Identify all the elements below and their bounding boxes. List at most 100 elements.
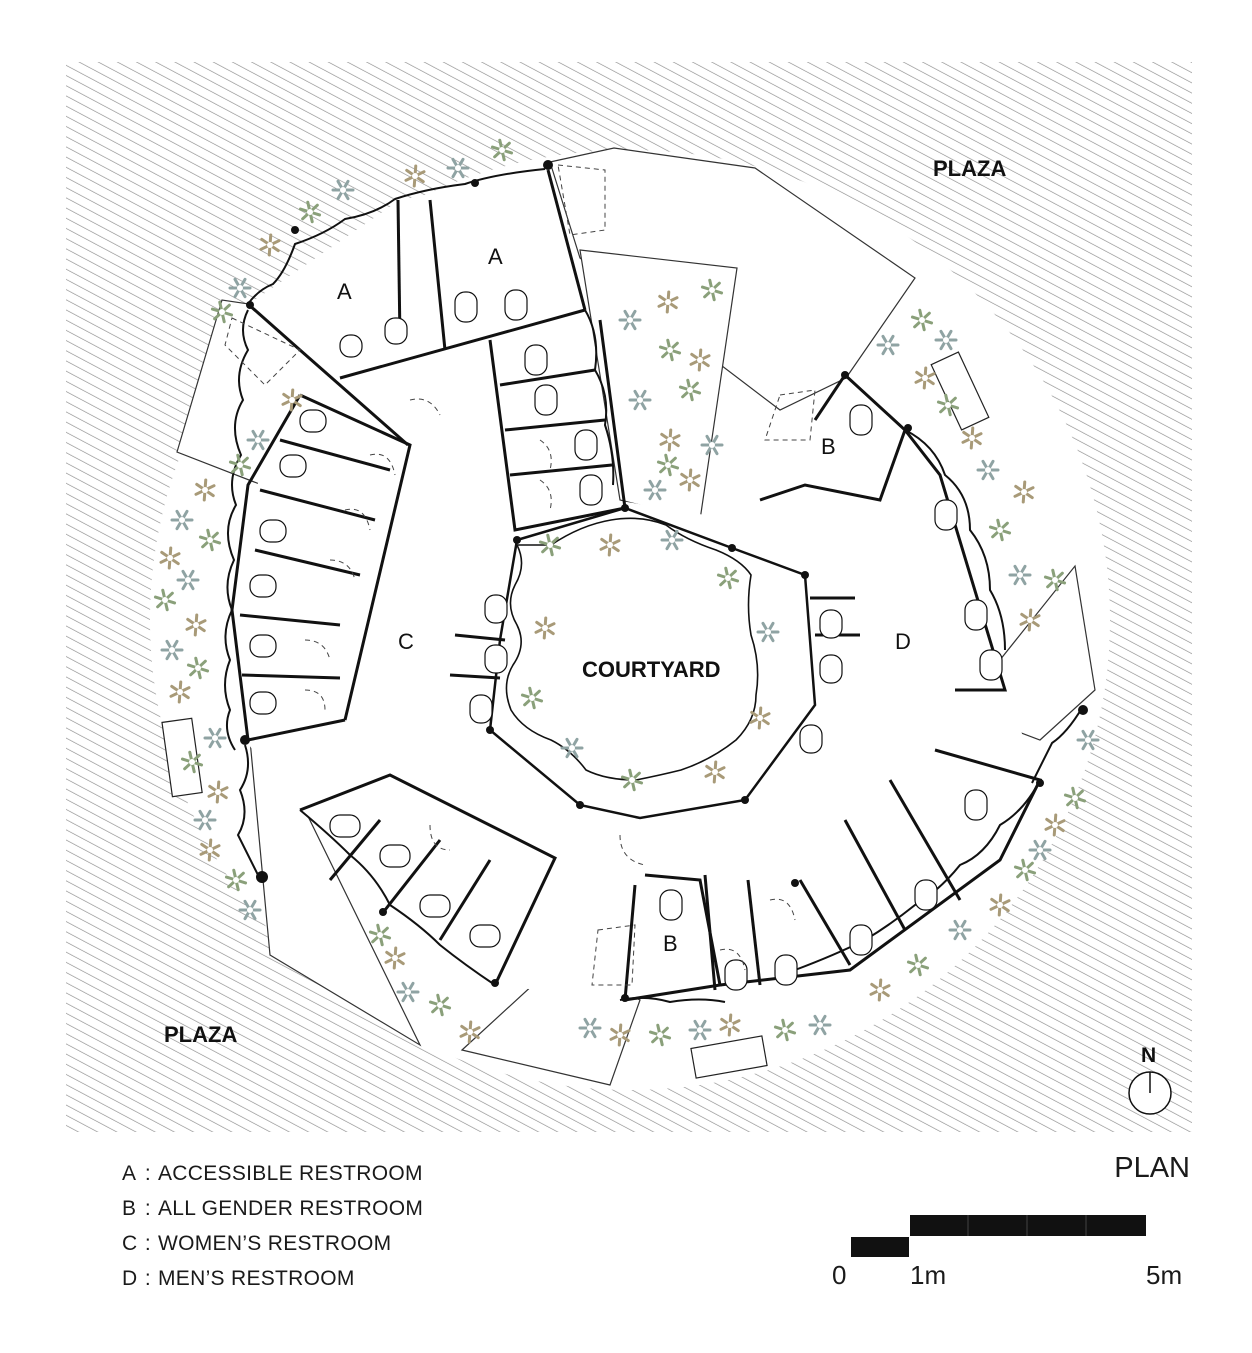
shrub-symbol xyxy=(679,468,701,492)
shrub-symbol xyxy=(1013,480,1035,504)
shrub-symbol xyxy=(185,613,207,637)
shrub-symbol xyxy=(1044,813,1066,837)
shrub-symbol xyxy=(538,533,562,557)
plaza-label-southwest: PLAZA xyxy=(164,1022,237,1047)
shrub-symbol xyxy=(186,656,210,680)
shrub-symbol xyxy=(678,378,702,402)
north-arrow: N xyxy=(1128,1044,1172,1115)
shrub-symbol xyxy=(948,919,972,941)
shrub-symbol xyxy=(203,727,227,749)
shrub-symbol xyxy=(170,509,194,531)
shrub-symbol xyxy=(704,760,726,784)
shrub-symbol xyxy=(1076,729,1100,751)
shrub-symbol xyxy=(169,680,191,704)
shrub-symbol xyxy=(428,993,452,1017)
planting-shrubs xyxy=(153,138,1100,1047)
shrub-symbol xyxy=(628,389,652,411)
shrub-symbol xyxy=(716,566,740,590)
shrub-symbol xyxy=(238,899,262,921)
plan-title: PLAN xyxy=(1114,1152,1190,1184)
shrub-symbol xyxy=(446,157,470,179)
shrub-symbol xyxy=(989,893,1011,917)
shrub-symbol xyxy=(749,706,771,730)
shrub-symbol xyxy=(656,453,680,477)
shrub-symbol xyxy=(961,426,983,450)
plaza-label-northeast: PLAZA xyxy=(933,156,1006,181)
shrub-symbol xyxy=(1063,786,1087,810)
shrub-symbol xyxy=(659,428,681,452)
toilet-fixtures xyxy=(249,289,1003,991)
door-swings xyxy=(224,164,816,986)
scale-label-five-meters: 5m xyxy=(1146,1260,1183,1290)
shrub-symbol xyxy=(773,1018,797,1042)
shrub-symbol xyxy=(609,1023,631,1047)
shrub-symbol xyxy=(159,546,181,570)
shrub-symbol xyxy=(198,528,222,552)
shrub-symbol xyxy=(688,1019,712,1041)
shrub-symbol xyxy=(404,164,426,188)
shrub-symbol xyxy=(869,978,891,1002)
shrub-symbol xyxy=(384,946,406,970)
shrub-symbol xyxy=(228,453,252,477)
shrub-symbol xyxy=(259,233,281,257)
shrub-symbol xyxy=(207,780,229,804)
legend-item-men: D:MEN’S RESTROOM xyxy=(122,1267,355,1290)
shrub-symbol xyxy=(194,478,216,502)
shrub-symbol xyxy=(520,686,544,710)
shrub-symbol xyxy=(368,923,392,947)
shrub-symbol xyxy=(660,529,684,551)
shrub-symbol xyxy=(180,750,204,774)
shrub-symbol xyxy=(599,533,621,557)
shrub-symbol xyxy=(560,737,584,759)
shrub-symbol xyxy=(988,518,1012,542)
shrub-symbol xyxy=(876,334,900,356)
shrub-symbol xyxy=(934,329,958,351)
partition-walls xyxy=(230,169,1043,1002)
shrub-symbol xyxy=(1028,839,1052,861)
shrub-symbol xyxy=(976,459,1000,481)
scale-bar xyxy=(851,1215,1146,1257)
shrub-symbol xyxy=(578,1017,602,1039)
room-label-accessible-east: A xyxy=(488,244,503,269)
shrub-symbol xyxy=(1019,608,1041,632)
shrub-symbol xyxy=(808,1014,832,1036)
scale-label-zero: 0 xyxy=(832,1260,847,1290)
shrub-symbol xyxy=(643,479,667,501)
shrub-symbol xyxy=(193,809,217,831)
shrub-symbol xyxy=(910,308,934,332)
legend-item-women: C:WOMEN’S RESTROOM xyxy=(122,1232,392,1255)
room-label-all-gender-north: B xyxy=(821,434,836,459)
shrub-symbol xyxy=(620,768,644,792)
shrub-symbol xyxy=(281,388,303,412)
shrub-symbol xyxy=(618,309,642,331)
shrub-symbol xyxy=(298,200,322,224)
shrub-symbol xyxy=(719,1013,741,1037)
shrub-symbol xyxy=(648,1023,672,1047)
shrub-symbol xyxy=(534,616,556,640)
scale-label-one-meter: 1m xyxy=(910,1260,947,1290)
legend: A:ACCESSIBLE RESTROOM B:ALL GENDER RESTR… xyxy=(122,1160,423,1300)
shrub-symbol xyxy=(936,393,960,417)
shrub-symbol xyxy=(1043,568,1067,592)
shrub-symbol xyxy=(689,348,711,372)
room-label-women: C xyxy=(398,629,414,654)
shrub-symbol xyxy=(396,981,420,1003)
shrub-symbol xyxy=(906,953,930,977)
legend-item-all-gender: B:ALL GENDER RESTROOM xyxy=(122,1197,424,1220)
shrub-symbol xyxy=(1008,564,1032,586)
shrub-symbol xyxy=(459,1020,481,1044)
courtyard-label: COURTYARD xyxy=(582,657,721,682)
shrub-symbol xyxy=(657,290,679,314)
room-label-men: D xyxy=(895,629,911,654)
wall-joints xyxy=(240,160,1088,1002)
shrub-symbol xyxy=(246,429,270,451)
shrub-symbol xyxy=(160,639,184,661)
shrub-symbol xyxy=(756,621,780,643)
shrub-symbol xyxy=(700,278,724,302)
shrub-symbol xyxy=(228,277,252,299)
shrub-symbol xyxy=(331,179,355,201)
shrub-symbol xyxy=(490,138,514,162)
legend-item-accessible: A:ACCESSIBLE RESTROOM xyxy=(122,1162,423,1185)
shrub-symbol xyxy=(700,434,724,456)
